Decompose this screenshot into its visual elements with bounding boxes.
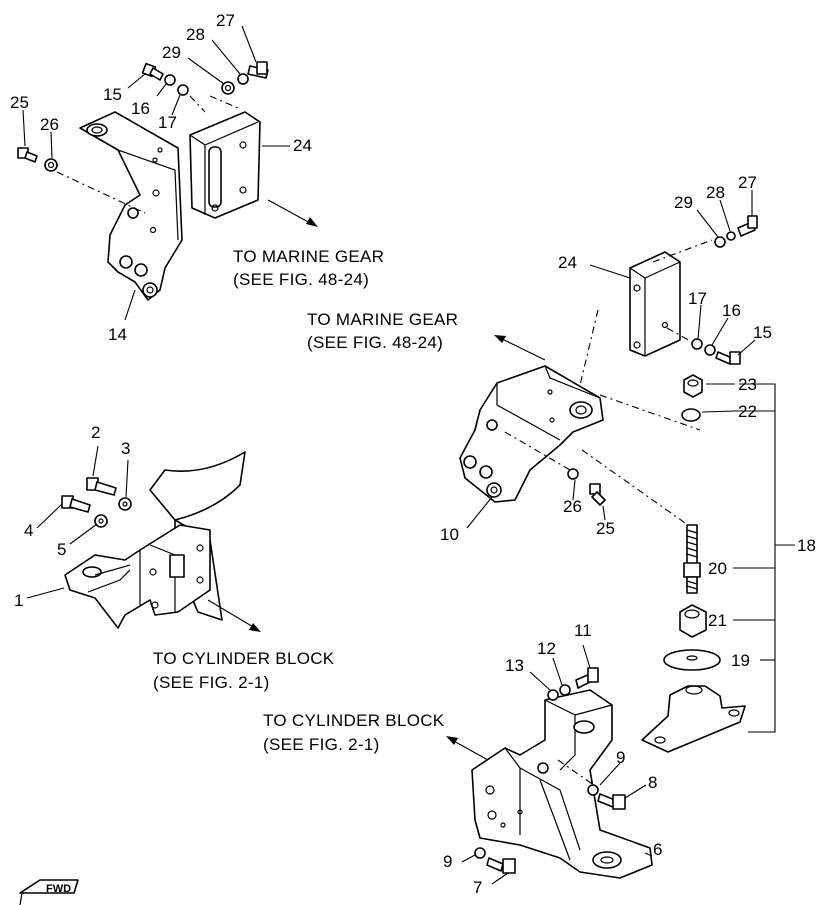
callout-6: 6 bbox=[653, 840, 662, 859]
callout-14: 14 bbox=[108, 325, 127, 344]
callout-5: 5 bbox=[57, 540, 66, 559]
washer-19 bbox=[663, 649, 721, 671]
bracket-6 bbox=[471, 689, 653, 879]
callout-2: 2 bbox=[91, 423, 100, 442]
washer-5 bbox=[94, 514, 108, 528]
washer-26-top bbox=[44, 158, 58, 172]
washer-22 bbox=[681, 408, 701, 422]
bolt-25-right bbox=[589, 483, 606, 506]
note-to-marine-gear-mid-line2: (SEE FIG. 48-24) bbox=[307, 333, 443, 352]
callout-19: 19 bbox=[731, 651, 750, 670]
bracket-14-assembly bbox=[17, 61, 318, 301]
bolt-15-right bbox=[715, 351, 741, 365]
annotations: TO MARINE GEAR (SEE FIG. 48-24) TO MARIN… bbox=[153, 247, 458, 754]
callout-26-top: 26 bbox=[40, 115, 59, 134]
bracket-6-assembly bbox=[446, 667, 653, 879]
bolt-7 bbox=[486, 857, 516, 874]
washer-29-right bbox=[714, 236, 726, 248]
bracket-10 bbox=[459, 365, 604, 503]
callout-8: 8 bbox=[648, 773, 657, 792]
callout-11: 11 bbox=[574, 621, 592, 640]
callout-1: 1 bbox=[14, 591, 23, 610]
callout-23: 23 bbox=[738, 375, 757, 394]
washer-26-right bbox=[567, 468, 579, 480]
washer-9-bottom bbox=[474, 847, 486, 859]
callout-18: 18 bbox=[797, 536, 816, 555]
washer-28-top bbox=[237, 73, 249, 85]
bolt-27-top bbox=[247, 61, 269, 79]
bracket-1 bbox=[64, 524, 211, 629]
washer-3 bbox=[118, 497, 132, 511]
nut-21 bbox=[679, 604, 707, 638]
bolt-27-right bbox=[737, 215, 758, 237]
fwd-label: FWD bbox=[46, 883, 71, 895]
callout-13: 13 bbox=[505, 656, 524, 675]
note-to-marine-gear-top-line1: TO MARINE GEAR bbox=[233, 247, 384, 266]
bolt-4 bbox=[61, 495, 91, 513]
bracket-1-assembly bbox=[61, 451, 261, 632]
callout-24-top: 24 bbox=[293, 136, 312, 155]
washer-17-right bbox=[691, 338, 703, 350]
washer-9-right bbox=[587, 784, 599, 796]
callout-27-right: 27 bbox=[738, 173, 757, 192]
bolt-8 bbox=[597, 793, 626, 810]
plate-24-top bbox=[189, 111, 261, 219]
bracket-14 bbox=[79, 111, 183, 301]
callout-25-right: 25 bbox=[596, 519, 615, 538]
leader-lines bbox=[22, 25, 756, 885]
plate-24-right bbox=[629, 251, 681, 357]
callout-24-right: 24 bbox=[558, 253, 577, 272]
callout-26-right: 26 bbox=[563, 497, 582, 516]
callout-25-top: 25 bbox=[10, 93, 29, 112]
callout-21: 21 bbox=[708, 611, 727, 630]
callout-16-top: 16 bbox=[131, 99, 150, 118]
callout-3: 3 bbox=[121, 439, 130, 458]
callout-15-top: 15 bbox=[103, 85, 122, 104]
bolt-2 bbox=[86, 477, 117, 496]
callout-12: 12 bbox=[537, 639, 556, 658]
washer-13 bbox=[547, 689, 559, 701]
callout-28-top: 28 bbox=[186, 25, 205, 44]
bolt-25-top bbox=[17, 147, 38, 163]
note-to-cylinder-block-bottom-line1: TO CYLINDER BLOCK bbox=[263, 711, 445, 730]
mount-base bbox=[641, 685, 746, 753]
bracket-10-assembly bbox=[459, 215, 795, 753]
callout-7: 7 bbox=[473, 878, 482, 897]
washer-28-right bbox=[726, 231, 736, 241]
callout-9-bottom: 9 bbox=[443, 852, 452, 871]
callout-15-right: 15 bbox=[753, 323, 772, 342]
washer-17-top bbox=[177, 84, 189, 96]
bolt-15-top bbox=[141, 62, 164, 81]
note-to-cylinder-block-bottom-line2: (SEE FIG. 2-1) bbox=[263, 735, 380, 754]
callout-16-right: 16 bbox=[722, 301, 741, 320]
washer-12 bbox=[559, 684, 571, 696]
callout-4: 4 bbox=[24, 521, 33, 540]
bolt-11 bbox=[575, 667, 599, 689]
callout-22: 22 bbox=[738, 402, 757, 421]
note-to-marine-gear-mid-line1: TO MARINE GEAR bbox=[307, 310, 458, 329]
callout-20: 20 bbox=[708, 559, 727, 578]
nut-23 bbox=[683, 374, 703, 398]
washer-16-right bbox=[704, 344, 716, 356]
callout-17-right: 17 bbox=[688, 289, 707, 308]
callout-27-top: 27 bbox=[216, 11, 235, 30]
callout-28-right: 28 bbox=[706, 183, 725, 202]
note-to-cylinder-block-left-line2: (SEE FIG. 2-1) bbox=[153, 673, 270, 692]
callout-10: 10 bbox=[440, 525, 459, 544]
fwd-mark: FWD bbox=[19, 879, 79, 905]
note-to-cylinder-block-left-line1: TO CYLINDER BLOCK bbox=[153, 649, 335, 668]
stud-20 bbox=[683, 524, 701, 594]
washer-29-top bbox=[221, 81, 235, 95]
callout-17-top: 17 bbox=[158, 113, 177, 132]
callout-29-right: 29 bbox=[674, 193, 693, 212]
note-to-marine-gear-top-line2: (SEE FIG. 48-24) bbox=[233, 270, 369, 289]
washer-16-top bbox=[164, 74, 176, 86]
callout-29-top: 29 bbox=[162, 43, 181, 62]
callout-labels: 25 26 15 16 17 29 28 27 24 14 29 28 27 2… bbox=[10, 11, 816, 897]
callout-9-right: 9 bbox=[616, 748, 625, 767]
